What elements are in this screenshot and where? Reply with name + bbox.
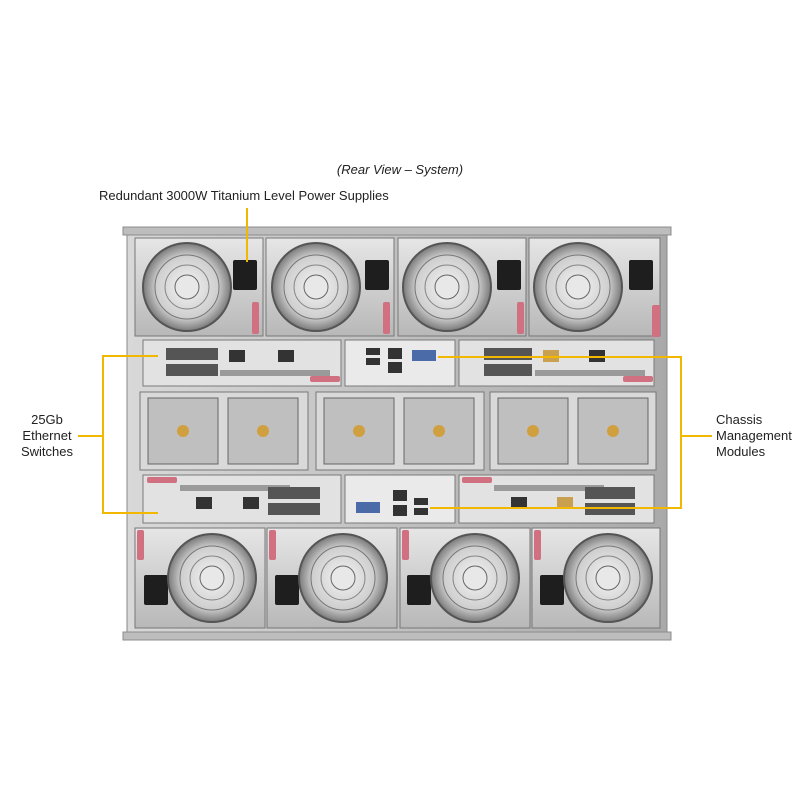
power-supply (266, 527, 398, 629)
fan-icon (177, 425, 189, 437)
cmm-label-line: Modules (716, 444, 766, 459)
ethernet-switch-module (142, 339, 342, 387)
power-supply (528, 237, 661, 337)
cmm-module (344, 339, 456, 387)
ac-inlet-icon (233, 260, 257, 290)
fan-icon (257, 425, 269, 437)
module-handle (310, 376, 340, 382)
fan-icon (527, 425, 539, 437)
usb-port-icon (366, 358, 380, 365)
switch-label-line: Ethernet (22, 428, 72, 443)
psu-handle (137, 530, 144, 560)
rj45-port-icon (388, 362, 402, 373)
chassis-top-rail (122, 226, 672, 236)
fan-icon (607, 425, 619, 437)
rj45-port-icon (278, 350, 294, 362)
psu-handle (402, 530, 409, 560)
power-supply (399, 527, 531, 629)
power-supply (134, 527, 266, 629)
usb-port-icon (366, 348, 380, 355)
psu-callout-label: Redundant 3000W Titanium Level Power Sup… (99, 188, 389, 203)
rj45-port-icon (229, 350, 245, 362)
switch-callout-bracket (102, 355, 158, 514)
psu-handle (252, 302, 259, 334)
cmm-callout-bracket (430, 356, 682, 509)
ac-inlet-icon (629, 260, 653, 290)
rj45-port-icon (388, 348, 402, 359)
module-handle (623, 376, 653, 382)
diagram-caption: (Rear View – System) (336, 162, 464, 177)
usb-port-icon (414, 498, 428, 505)
vga-port-icon (356, 502, 380, 513)
chassis-bottom-rail (122, 631, 672, 641)
psu-handle (383, 302, 390, 334)
power-supply (134, 237, 264, 337)
ac-inlet-icon (365, 260, 389, 290)
power-supply (531, 527, 661, 629)
sfp-port-icon (557, 497, 573, 509)
vga-port-icon (412, 350, 436, 361)
ac-inlet-icon (144, 575, 168, 605)
switch-label-line: Switches (20, 444, 74, 459)
psu-handle (269, 530, 276, 560)
ac-inlet-icon (275, 575, 299, 605)
fan-module (489, 391, 657, 471)
rj45-port-icon (511, 497, 527, 509)
psu-handle (652, 305, 660, 337)
fan-module (315, 391, 485, 471)
cmm-module (344, 474, 456, 524)
cmm-callout-label: Chassis Management Modules (716, 412, 792, 460)
module-handle (147, 477, 177, 483)
usb-port-icon (414, 508, 428, 515)
power-supply (397, 237, 527, 337)
ethernet-switch-module (458, 474, 655, 524)
rj45-port-icon (393, 490, 407, 501)
ethernet-switch-module (142, 474, 342, 524)
rj45-port-icon (393, 505, 407, 516)
ac-inlet-icon (540, 575, 564, 605)
cmm-label-line: Management (716, 428, 792, 443)
switch-label-line: 25Gb (31, 412, 63, 427)
module-handle (462, 477, 492, 483)
rj45-port-icon (243, 497, 259, 509)
power-supply (265, 237, 395, 337)
switch-callout-label: 25Gb Ethernet Switches (18, 412, 76, 460)
fan-module (139, 391, 309, 471)
cmm-label-line: Chassis (716, 412, 763, 427)
psu-handle (534, 530, 541, 560)
ac-inlet-icon (407, 575, 431, 605)
psu-handle (517, 302, 524, 334)
rj45-port-icon (196, 497, 212, 509)
callout-lines (78, 208, 712, 514)
fan-icon (353, 425, 365, 437)
ethernet-switch-module (458, 339, 655, 387)
ac-inlet-icon (497, 260, 521, 290)
fan-icon (433, 425, 445, 437)
